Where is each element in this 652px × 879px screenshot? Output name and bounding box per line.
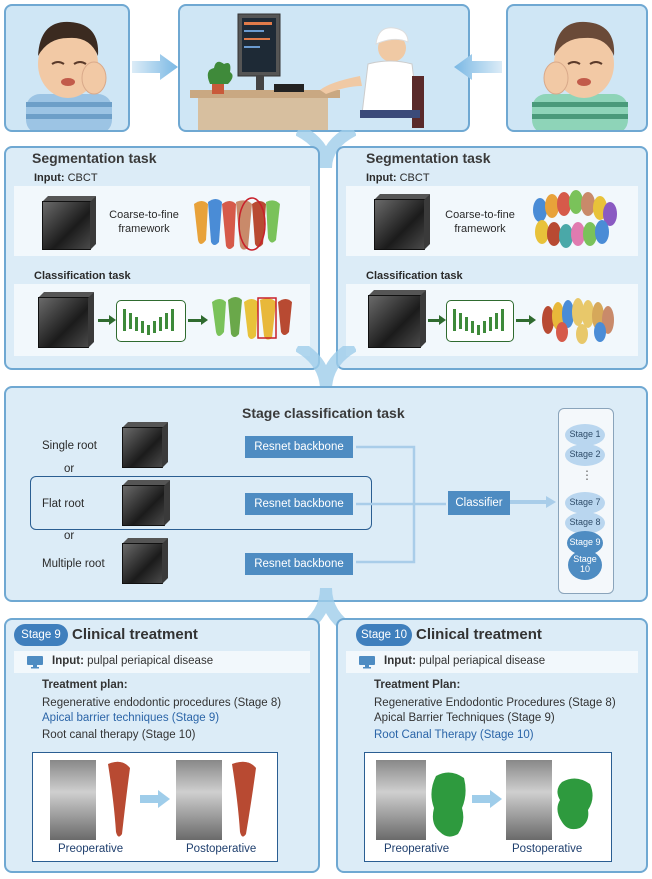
stage-10-pill: Stage 10 <box>568 550 602 580</box>
segmentation-left-input: Input: CBCT <box>34 172 98 184</box>
framework-label-right: Coarse-to-fine framework <box>445 209 515 235</box>
plan-right-item-2: Apical Barrier Techniques (Stage 9) <box>374 712 555 724</box>
input-value: pulpal periapical disease <box>419 655 546 667</box>
cbct-volume-left <box>42 196 96 250</box>
root-type-multiple: Multiple root <box>42 558 105 570</box>
classification-right-title: Classification task <box>366 270 463 282</box>
segmentation-left-title: Segmentation task <box>32 150 157 166</box>
dentist-panel <box>178 4 470 132</box>
backbone-connectors <box>356 445 556 564</box>
tooth-model-post-right <box>557 778 593 830</box>
treatment-plan-left-title: Treatment plan: <box>42 679 128 691</box>
input-bold-label: Input: <box>366 172 397 184</box>
xray-post-left <box>176 760 222 840</box>
stage-classification-title: Stage classification task <box>242 405 405 421</box>
plan-right-item-3: Root Canal Therapy (Stage 10) <box>374 729 534 741</box>
clinical-left-input: Input: pulpal periapical disease <box>52 655 213 667</box>
cbct-crop-left <box>38 292 94 348</box>
clinical-right-stage-tag: Stage 10 <box>356 624 412 646</box>
caption-postoperative-right: Postoperative <box>512 843 583 855</box>
stage-8-pill: Stage 8 <box>565 512 605 534</box>
cbct-volume-right <box>374 194 430 250</box>
network-block-left <box>116 300 186 342</box>
segmentation-right-input: Input: CBCT <box>366 172 430 184</box>
stage-ellipsis: ⋮ <box>581 468 593 482</box>
classification-left-title: Classification task <box>34 270 131 282</box>
input-bold-label: Input: <box>34 172 65 184</box>
child-toothache-left-illustration <box>26 21 112 134</box>
caption-preoperative-right: Preoperative <box>384 843 450 855</box>
child-left-panel <box>4 4 130 134</box>
stage-1-pill: Stage 1 <box>565 424 605 446</box>
monitor-icon <box>26 655 44 669</box>
flow-arrow-right-2 <box>516 315 536 325</box>
or-label-2: or <box>64 530 75 542</box>
arrow-pre-to-post-right <box>472 790 502 808</box>
or-label-1: or <box>64 463 75 475</box>
resnet-backbone-multiple: Resnet backbone <box>245 553 353 575</box>
child-toothache-right-illustration <box>532 21 628 134</box>
framework-label-left: Coarse-to-fine framework <box>109 209 179 235</box>
plan-left-item-3: Root canal therapy (Stage 10) <box>42 729 196 741</box>
monitor-icon <box>358 655 376 669</box>
arrow-right-to-dentist <box>132 54 178 80</box>
root-type-flat: Flat root <box>42 498 85 510</box>
resnet-backbone-single: Resnet backbone <box>245 436 353 458</box>
classified-teeth-left <box>212 297 292 340</box>
resnet-backbone-flat: Resnet backbone <box>245 493 353 515</box>
xray-pre-left <box>50 760 96 840</box>
dentist-computer-illustration <box>190 13 424 130</box>
caption-postoperative-left: Postoperative <box>186 843 257 855</box>
clinical-left-stage-tag: Stage 9 <box>14 624 68 646</box>
tooth-model-pre-right <box>431 772 466 837</box>
child-right-panel <box>506 4 648 134</box>
clinical-left-input-bar <box>14 651 310 673</box>
segmented-teeth-left <box>194 197 280 251</box>
root-crop-multiple <box>122 538 168 584</box>
merge-arrow-top <box>296 130 356 169</box>
xray-post-right <box>506 760 552 840</box>
flow-arrow-left-2 <box>188 315 208 325</box>
segmentation-right-title: Segmentation task <box>366 150 491 166</box>
cbct-crop-right <box>368 290 426 348</box>
xray-pre-right <box>376 760 426 840</box>
classifier-box: Classifier <box>448 491 510 515</box>
flow-arrow-right-1 <box>428 315 446 325</box>
clinical-right-title: Clinical treatment <box>416 626 542 643</box>
input-value: CBCT <box>67 172 98 184</box>
treatment-plan-right-title: Treatment Plan: <box>374 679 461 691</box>
flow-arrow-left-1 <box>98 315 116 325</box>
network-block-right <box>446 300 514 342</box>
segmented-teeth-right <box>533 190 617 248</box>
clinical-right-input: Input: pulpal periapical disease <box>384 655 545 667</box>
input-value: pulpal periapical disease <box>87 655 214 667</box>
tooth-model-pre-left <box>108 761 130 837</box>
stage-7-pill: Stage 7 <box>565 492 605 514</box>
clinical-left-title: Clinical treatment <box>72 626 198 643</box>
tooth-model-post-left <box>232 761 256 837</box>
root-type-single: Single root <box>42 440 97 452</box>
clinical-right-input-bar <box>346 651 638 673</box>
input-value: CBCT <box>399 172 430 184</box>
classified-teeth-right <box>542 298 614 344</box>
stage-2-pill: Stage 2 <box>565 444 605 466</box>
input-bold-label: Input: <box>384 655 416 667</box>
plan-left-item-1: Regenerative endodontic procedures (Stag… <box>42 697 282 709</box>
plan-right-item-1: Regenerative Endodontic Procedures (Stag… <box>374 697 616 709</box>
arrow-left-to-dentist <box>454 54 502 80</box>
caption-preoperative-left: Preoperative <box>58 843 124 855</box>
root-crop-flat <box>122 480 170 526</box>
arrow-pre-to-post-left <box>140 790 170 808</box>
root-crop-single <box>122 422 168 468</box>
plan-left-item-2: Apical barrier techniques (Stage 9) <box>42 712 220 724</box>
input-bold-label: Input: <box>52 655 84 667</box>
